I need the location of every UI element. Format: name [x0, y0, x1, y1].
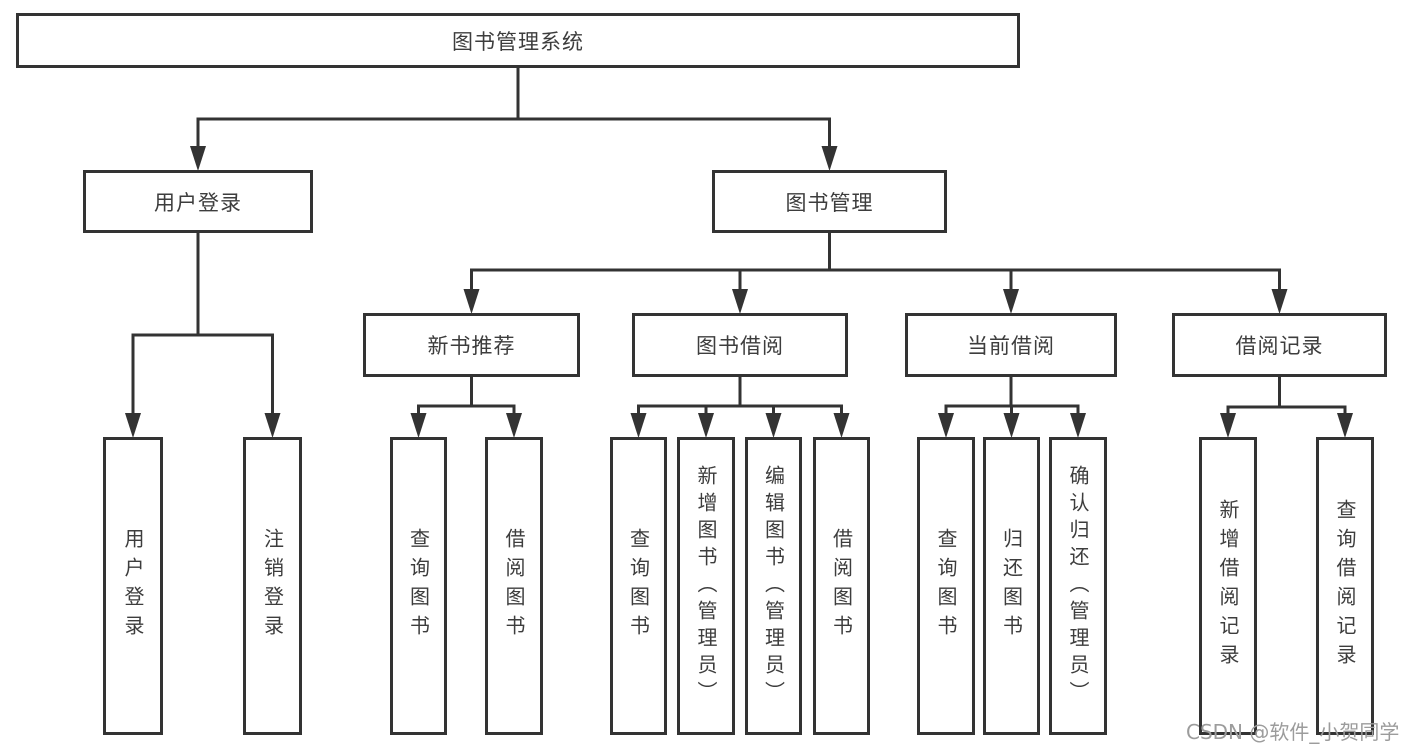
- node-leaf-rec-borrow: 借阅图书: [485, 437, 543, 735]
- node-label: 借阅图书: [502, 528, 526, 644]
- node-label: 查询图书: [406, 528, 431, 644]
- arrowhead-icon: [765, 413, 782, 438]
- node-label: 查询图书: [934, 528, 958, 644]
- node-label: 当前借阅: [967, 334, 1055, 358]
- arrowhead-icon: [264, 413, 281, 438]
- node-leaf-bb-add: 新增图书（管理员）: [677, 437, 735, 735]
- node-label: 新书推荐: [427, 334, 516, 358]
- node-leaf-cb-return: 归还图书: [983, 437, 1040, 735]
- node-book-borrow: 图书借阅: [632, 313, 848, 377]
- arrowhead-icon: [1003, 289, 1019, 314]
- arrowhead-icon: [190, 146, 206, 171]
- node-book-mgmt: 图书管理: [712, 170, 947, 233]
- arrowhead-icon: [630, 413, 647, 438]
- arrowhead-icon: [1337, 413, 1353, 438]
- arrowhead-icon: [938, 413, 954, 438]
- node-leaf-br-query: 查询借阅记录: [1316, 437, 1374, 735]
- arrowhead-icon: [821, 146, 838, 171]
- node-label: 归还图书: [999, 528, 1024, 644]
- node-label: 查询图书: [626, 528, 651, 644]
- watermark: CSDN @软件_小贺同学: [1186, 720, 1400, 744]
- arrowhead-icon: [1070, 413, 1086, 438]
- arrowhead-icon: [125, 413, 141, 438]
- node-new-rec: 新书推荐: [363, 313, 580, 377]
- node-leaf-bb-query: 查询图书: [610, 437, 667, 735]
- arrowhead-icon: [833, 413, 850, 438]
- node-label: 图书管理系统: [452, 29, 584, 54]
- node-label: 编辑图书（管理员）: [761, 464, 786, 708]
- node-label: 借阅图书: [829, 528, 854, 644]
- node-leaf-logout: 注销登录: [243, 437, 302, 735]
- node-leaf-cb-confirm: 确认归还（管理员）: [1049, 437, 1107, 735]
- node-leaf-login: 用户登录: [103, 437, 163, 735]
- node-label: 用户登录: [121, 528, 145, 644]
- node-label: 图书借阅: [696, 334, 784, 358]
- arrowhead-icon: [1003, 413, 1020, 438]
- node-label: 新增借阅记录: [1216, 499, 1240, 673]
- node-leaf-bb-borrow: 借阅图书: [813, 437, 870, 735]
- arrowhead-icon: [506, 413, 522, 438]
- node-label: 新增图书（管理员）: [694, 464, 718, 708]
- node-leaf-bb-edit: 编辑图书（管理员）: [745, 437, 802, 735]
- node-label: 查询借阅记录: [1333, 499, 1357, 673]
- node-borrow-record: 借阅记录: [1172, 313, 1387, 377]
- node-leaf-cb-query: 查询图书: [917, 437, 975, 735]
- arrowhead-icon: [410, 413, 427, 438]
- node-leaf-br-add: 新增借阅记录: [1199, 437, 1257, 735]
- node-user-login: 用户登录: [83, 170, 313, 233]
- node-leaf-rec-query: 查询图书: [390, 437, 447, 735]
- node-root: 图书管理系统: [16, 13, 1020, 68]
- arrowhead-icon: [1271, 289, 1288, 314]
- node-label: 确认归还（管理员）: [1066, 464, 1090, 708]
- node-label: 用户登录: [154, 190, 242, 215]
- node-label: 图书管理: [785, 190, 874, 215]
- arrowhead-icon: [732, 289, 748, 314]
- arrowhead-icon: [1220, 413, 1236, 438]
- arrowhead-icon: [463, 289, 480, 314]
- node-label: 借阅记录: [1235, 334, 1324, 358]
- arrowhead-icon: [698, 413, 714, 438]
- node-label: 注销登录: [260, 528, 285, 644]
- node-current-borrow: 当前借阅: [905, 313, 1117, 377]
